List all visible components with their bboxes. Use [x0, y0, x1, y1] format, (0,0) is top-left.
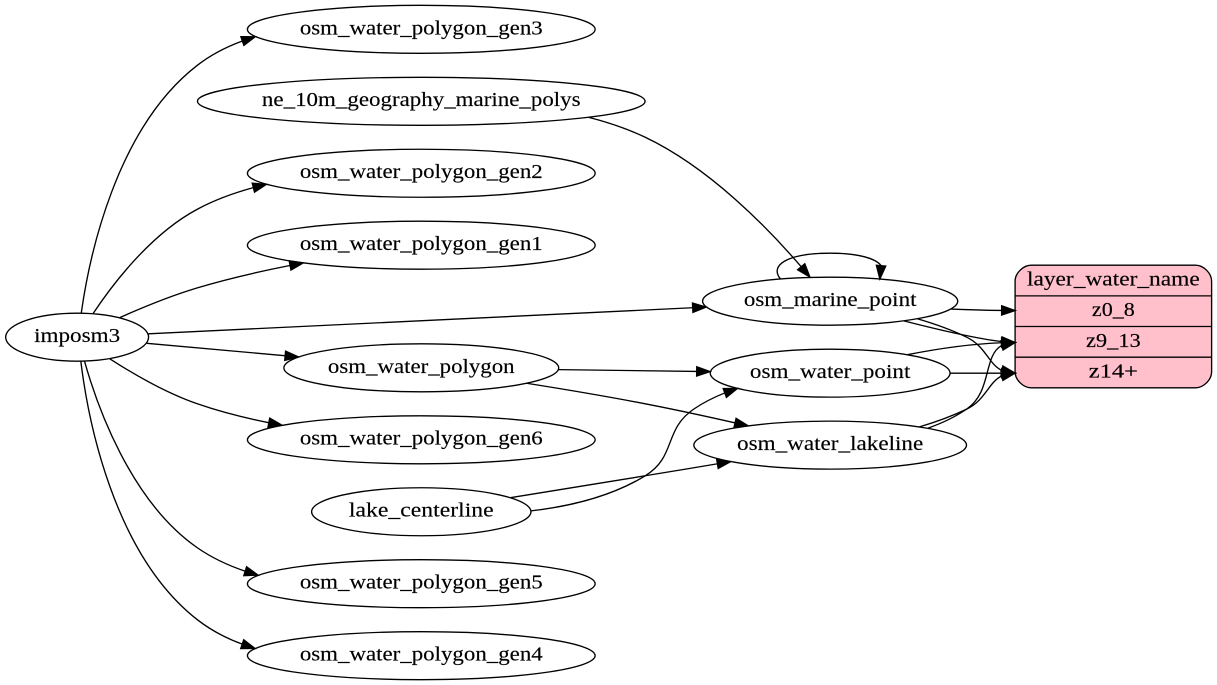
svg-text:osm_water_polygon_gen3: osm_water_polygon_gen3: [300, 17, 543, 39]
svg-text:osm_water_polygon: osm_water_polygon: [328, 356, 515, 378]
svg-text:layer_water_name: layer_water_name: [1027, 269, 1200, 291]
svg-text:osm_water_polygon_gen6: osm_water_polygon_gen6: [300, 428, 543, 450]
svg-text:osm_water_polygon_gen5: osm_water_polygon_gen5: [300, 572, 543, 594]
svg-text:imposm3: imposm3: [34, 325, 120, 347]
svg-text:z9_13: z9_13: [1086, 330, 1141, 352]
svg-text:lake_centerline: lake_centerline: [349, 500, 494, 522]
svg-text:z14+: z14+: [1089, 361, 1138, 383]
svg-text:osm_water_point: osm_water_point: [750, 361, 911, 383]
svg-text:osm_water_polygon_gen4: osm_water_polygon_gen4: [300, 644, 543, 666]
svg-text:osm_marine_point: osm_marine_point: [744, 289, 917, 311]
svg-text:z0_8: z0_8: [1092, 299, 1135, 321]
svg-text:osm_water_lakeline: osm_water_lakeline: [737, 433, 923, 455]
svg-text:ne_10m_geography_marine_polys: ne_10m_geography_marine_polys: [262, 89, 581, 111]
svg-text:osm_water_polygon_gen1: osm_water_polygon_gen1: [300, 233, 543, 255]
svg-text:osm_water_polygon_gen2: osm_water_polygon_gen2: [300, 161, 543, 183]
